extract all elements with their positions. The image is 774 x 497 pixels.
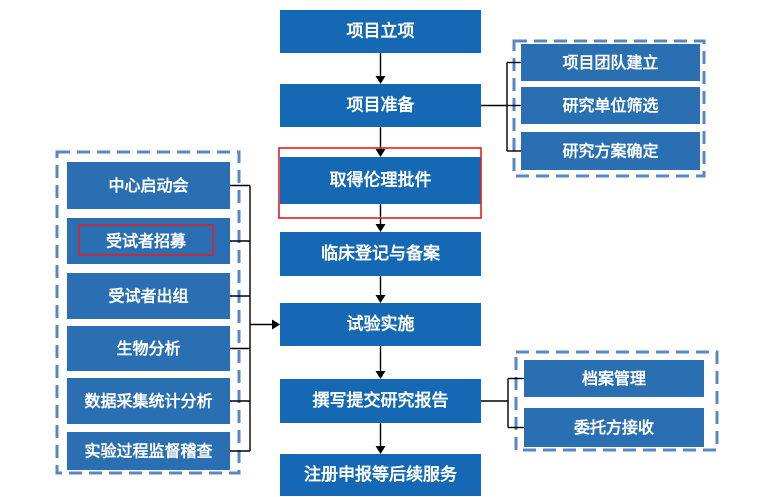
step-ethics-approval: 取得伦理批件 <box>280 157 481 204</box>
step-project-initiation: 项目立项 <box>280 10 481 53</box>
arrow-head <box>375 76 386 84</box>
report-tasks: 档案管理 委托方接收 <box>481 360 704 447</box>
arrow-head <box>375 295 386 303</box>
step-project-preparation: 项目准备 <box>280 84 481 127</box>
task-label: 中心启动会 <box>108 176 188 195</box>
task-box <box>67 432 230 470</box>
task-box <box>521 87 700 124</box>
step-label: 项目立项 <box>347 21 415 42</box>
step-box <box>280 232 481 276</box>
task-box <box>67 162 230 209</box>
preparation-group-border <box>512 39 706 178</box>
highlight-subject-recruitment <box>78 224 214 256</box>
task-label: 档案管理 <box>582 369 646 388</box>
step-label: 注册申报等后续服务 <box>304 464 458 485</box>
preparation-tasks: 项目团队建立 研究单位筛选 研究方案确定 <box>481 44 700 170</box>
task-site-initiation-meeting: 中心启动会 <box>67 162 230 209</box>
step-registration-services: 注册申报等后续服务 <box>280 454 481 496</box>
task-box <box>524 360 704 397</box>
arrow-head <box>375 446 386 454</box>
step-box <box>280 10 481 53</box>
highlight-ethics-approval <box>278 147 482 219</box>
task-label: 委托方接收 <box>573 418 654 437</box>
main-flow: 项目立项 项目准备 取得伦理批件 临床登记与备案 试验实施 撰写提交研究报告 注… <box>280 10 481 496</box>
arrow-head <box>272 319 280 330</box>
implementation-tasks: 中心启动会 受试者招募 受试者出组 生物分析 数据采集统计分析 实验过程监督稽查 <box>67 162 280 470</box>
task-label: 研究单位筛选 <box>562 96 658 115</box>
step-box <box>280 454 481 496</box>
task-box <box>521 44 700 81</box>
implementation-group-border <box>55 150 241 475</box>
task-site-selection: 研究单位筛选 <box>521 87 700 124</box>
task-label: 实验过程监督稽查 <box>84 442 212 461</box>
arrow-head <box>375 371 386 379</box>
step-label: 取得伦理批件 <box>330 170 432 191</box>
arrow-head <box>375 149 386 157</box>
task-box <box>67 273 230 319</box>
report-connector <box>481 377 524 429</box>
task-box <box>524 408 704 447</box>
task-subject-exit: 受试者出组 <box>67 273 230 319</box>
task-team-building: 项目团队建立 <box>521 44 700 81</box>
step-box <box>280 303 481 346</box>
step-trial-implementation: 试验实施 <box>280 303 481 346</box>
task-label: 生物分析 <box>116 339 180 358</box>
task-label: 受试者招募 <box>106 232 187 251</box>
step-box <box>280 157 481 204</box>
step-label: 试验实施 <box>347 314 415 335</box>
task-data-statistics: 数据采集统计分析 <box>67 378 230 424</box>
preparation-connector <box>481 61 521 152</box>
step-label: 临床登记与备案 <box>321 243 441 264</box>
task-protocol-finalization: 研究方案确定 <box>521 132 700 170</box>
step-label: 项目准备 <box>347 95 416 116</box>
task-process-audit: 实验过程监督稽查 <box>67 432 230 470</box>
report-group-border <box>514 350 719 452</box>
step-clinical-registration: 临床登记与备案 <box>280 232 481 276</box>
task-label: 数据采集统计分析 <box>84 392 212 411</box>
task-label: 项目团队建立 <box>562 53 658 72</box>
task-box <box>521 132 700 170</box>
step-label: 撰写提交研究报告 <box>313 390 449 411</box>
task-box <box>67 378 230 424</box>
step-box <box>280 84 481 127</box>
implementation-connector <box>230 184 280 452</box>
task-sponsor-acceptance: 委托方接收 <box>524 408 704 447</box>
task-box <box>67 326 230 371</box>
step-report-writing: 撰写提交研究报告 <box>280 379 481 423</box>
task-label: 研究方案确定 <box>562 142 658 161</box>
task-bioanalysis: 生物分析 <box>67 326 230 371</box>
step-box <box>280 379 481 423</box>
task-label: 受试者出组 <box>108 287 188 306</box>
task-subject-recruitment: 受试者招募 <box>67 218 230 264</box>
arrow-head <box>375 224 386 232</box>
main-flow-arrows <box>375 53 386 454</box>
task-archive-management: 档案管理 <box>524 360 704 397</box>
